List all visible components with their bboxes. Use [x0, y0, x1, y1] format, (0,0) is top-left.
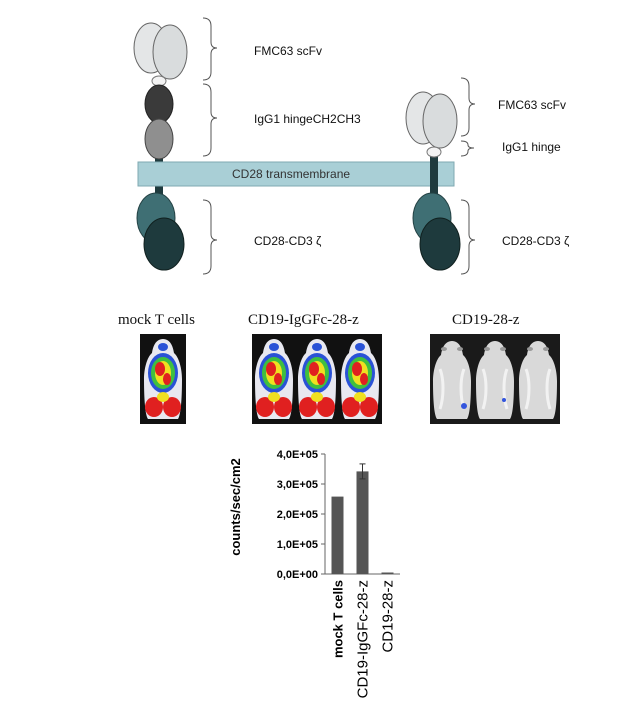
left-ch3-domain	[144, 118, 174, 160]
panel-title-cd19: CD19-28-z	[452, 312, 520, 328]
right-cd3z-domain	[419, 217, 461, 271]
cell-membrane	[137, 161, 455, 187]
brace-left-hinge	[202, 83, 218, 157]
left-scfv-domain-front	[152, 24, 188, 80]
right-signaling-label: CD28-CD3 ζ	[502, 234, 570, 248]
brace-right-signaling	[460, 199, 476, 275]
left-scfv-label: FMC63 scFv	[254, 44, 323, 58]
bar	[356, 471, 369, 574]
brace-left-signaling	[202, 199, 218, 275]
y-tick-label: 4,0E+05	[277, 449, 318, 461]
left-signaling-label: CD28-CD3 ζ	[254, 234, 322, 248]
y-axis-label: counts/sec/cm2	[228, 458, 243, 556]
y-tick-label: 2,0E+05	[277, 509, 318, 521]
membrane-label: CD28 transmembrane	[232, 167, 351, 181]
brace-right-hinge	[460, 140, 475, 157]
left-cd3z-domain	[143, 217, 185, 271]
bar	[331, 496, 344, 574]
left-hinge-label: IgG1 hingeCH2CH3	[254, 112, 361, 126]
left-ch2-domain	[144, 84, 174, 124]
x-tick-label: CD19-IgGFc-28-z	[355, 580, 372, 698]
panel-title-igg: CD19-IgGFc-28-z	[248, 312, 359, 328]
right-stalk	[430, 155, 438, 203]
right-hinge	[426, 146, 442, 158]
right-scfv-label: FMC63 scFv	[498, 98, 567, 112]
y-tick-label: 0,0E+00	[277, 569, 318, 581]
brace-left-scfv	[202, 17, 218, 81]
bioluminescence-images	[140, 334, 560, 424]
panel-title-mock: mock T cells	[118, 312, 195, 328]
y-tick-label: 1,0E+05	[277, 539, 318, 551]
car-construct-diagram	[133, 17, 476, 275]
brace-right-scfv	[460, 77, 476, 137]
right-scfv-domain-front	[422, 93, 458, 149]
right-hinge-label: IgG1 hinge	[502, 140, 561, 154]
bar	[381, 572, 394, 574]
x-tick-label: CD19-28-z	[380, 580, 397, 653]
bar-chart: counts/sec/cm2 0,0E+00 1,0E+05 2,0E+05 3,0E…	[228, 449, 400, 698]
y-tick-label: 3,0E+05	[277, 479, 318, 491]
x-tick-label: mock T cells	[331, 580, 346, 658]
